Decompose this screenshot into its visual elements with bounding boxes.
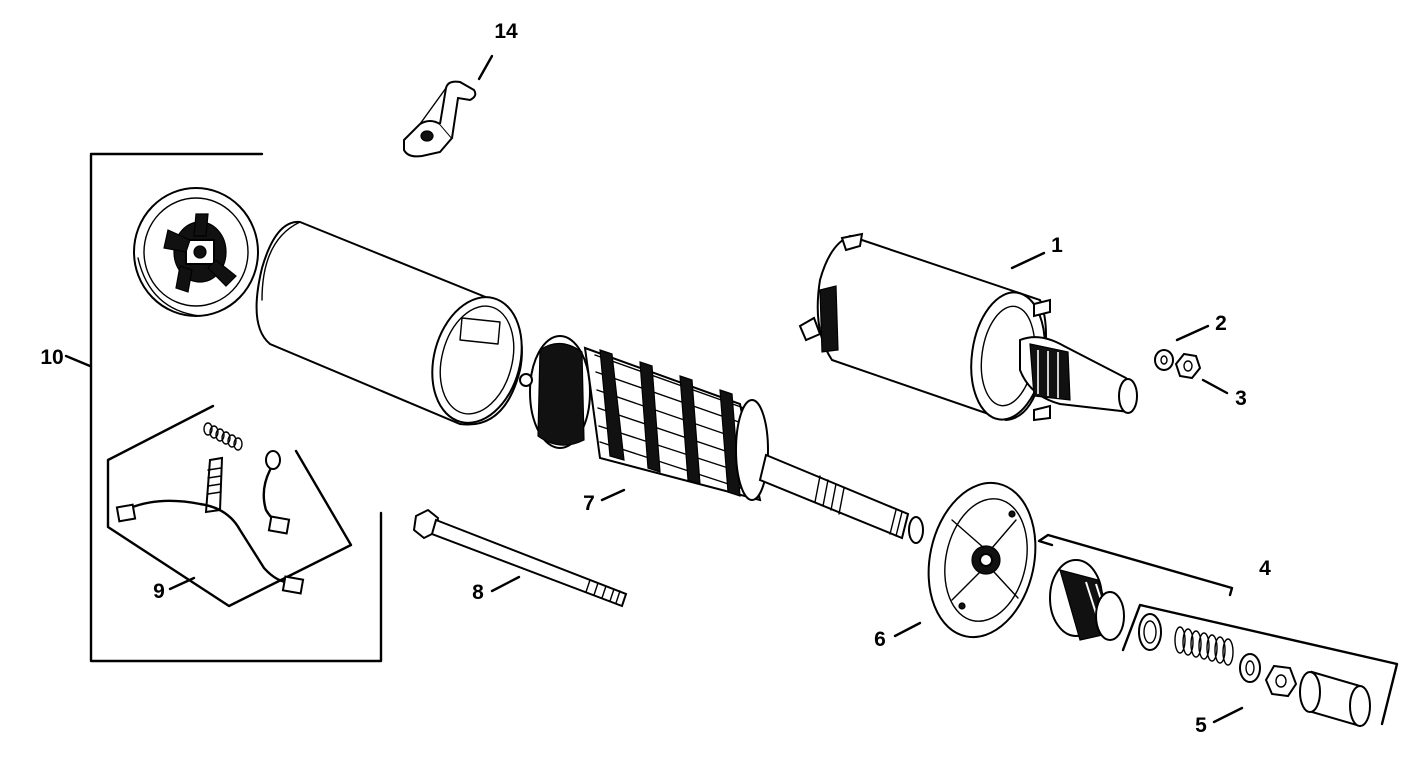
- part-8-through-bolt: [412, 508, 628, 608]
- callout-7: 7: [583, 492, 595, 515]
- callout-9: 9: [153, 580, 165, 603]
- callout-2: 2: [1215, 312, 1227, 335]
- part-6-drive-end-plate: [927, 481, 1037, 639]
- callout-14: 14: [494, 20, 518, 43]
- group-4-bracket: [1037, 533, 1234, 597]
- frame-housing: [255, 220, 523, 426]
- group-5-bracket: [1121, 603, 1399, 726]
- part-4-pinion-drive: [1049, 559, 1125, 641]
- part-10-end-cap: [133, 187, 259, 317]
- callout-4: 4: [1259, 557, 1271, 580]
- part-7-armature: [519, 335, 924, 544]
- callout-8: 8: [472, 581, 484, 604]
- callout-labels: 14 1 2 3 10 7 9 8 6 4 5: [40, 20, 1271, 737]
- callout-1: 1: [1051, 234, 1063, 257]
- group-9-bracket: [106, 404, 353, 608]
- leader-lines: [64, 54, 1244, 724]
- part-2-lock-washer: [1154, 349, 1174, 371]
- callout-6: 6: [874, 628, 886, 651]
- callout-5: 5: [1195, 714, 1207, 737]
- part-1-starter-assembly: [798, 232, 1138, 422]
- callout-10: 10: [40, 346, 63, 369]
- callout-3: 3: [1235, 387, 1247, 410]
- part-5-drive-hardware: [1138, 613, 1371, 728]
- part-14-clip: [403, 80, 477, 158]
- part-9-brushes: [115, 422, 305, 595]
- group-10-bracket: [89, 152, 383, 663]
- part-3-nut: [1174, 352, 1202, 380]
